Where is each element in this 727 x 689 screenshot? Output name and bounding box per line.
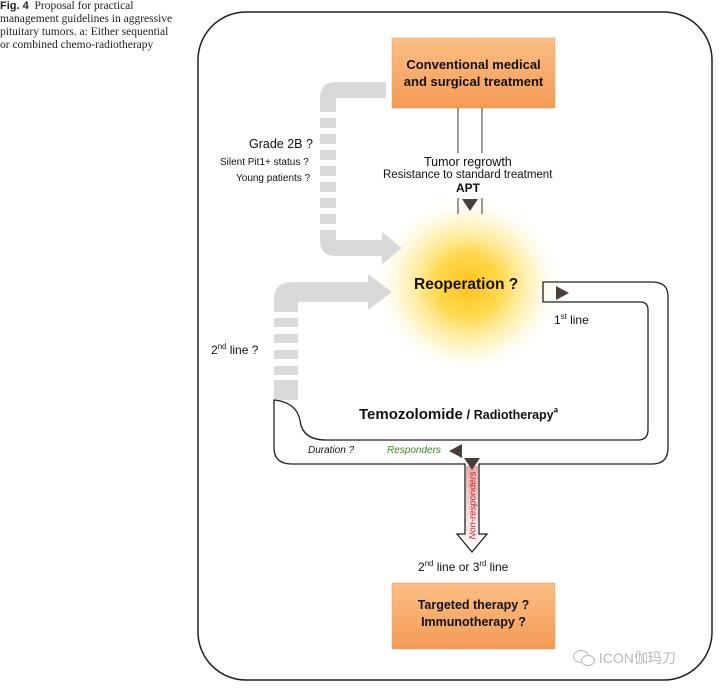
second-line-arrow <box>274 274 392 400</box>
final-line-b-sup: rd <box>479 559 487 568</box>
reoperation-glow <box>373 195 563 375</box>
first-line-label: 1st line <box>554 313 589 327</box>
second-line-number: 2 <box>211 343 218 357</box>
second-line-text: line ? <box>226 343 259 357</box>
targeted-line1: Targeted therapy ? <box>417 598 530 612</box>
grade-label: Grade 2B ? <box>249 137 313 151</box>
targeted-line2: Immunotherapy ? <box>421 615 526 629</box>
wechat-icon <box>573 650 595 666</box>
non-responders-label: Non-responders <box>467 471 479 540</box>
first-line-marker <box>556 286 569 300</box>
treatment-loop <box>273 281 669 554</box>
non-responders-marker <box>464 458 480 470</box>
duration-label: Duration ? <box>308 445 355 456</box>
grade-arrow <box>320 82 402 264</box>
final-line-a: 2 <box>418 560 425 574</box>
final-line-b: line or 3 <box>433 560 480 574</box>
second-line-sup: nd <box>217 342 227 351</box>
final-line-a-sup: nd <box>424 559 434 568</box>
caption-text: Proposal for practical management guidel… <box>0 0 173 51</box>
reoperation-label: Reoperation ? <box>414 276 519 293</box>
first-line-number: 1 <box>554 313 561 327</box>
tumor-regrowth-label: Tumor regrowth <box>424 155 512 169</box>
slash-label: / <box>462 407 474 422</box>
apt-label: APT <box>456 181 480 195</box>
conventional-line2: and surgical treatment <box>403 74 544 89</box>
targeted-box <box>391 582 556 650</box>
watermark-text: ICON伽玛刀 <box>598 650 676 666</box>
watermark: ICON伽玛刀 <box>573 648 676 668</box>
first-line-sup: st <box>560 312 567 321</box>
conventional-treatment-label: Conventional medical and surgical treatm… <box>392 56 555 90</box>
temozolomide-label: Temozolomide <box>359 406 463 423</box>
conventional-box <box>391 37 556 109</box>
resistance-label: Resistance to standard treatment <box>383 169 553 181</box>
radiotherapy-sup: a <box>553 405 559 415</box>
figure-caption: Fig. 4 Proposal for practical management… <box>0 0 175 52</box>
outer-frame <box>197 11 713 681</box>
figure-label: Fig. 4 <box>0 0 29 12</box>
regrowth-lines <box>457 108 483 214</box>
responders-marker <box>449 444 462 458</box>
radiotherapy-label: Radiotherapy <box>473 408 554 422</box>
responders-label: Responders <box>387 445 441 456</box>
targeted-therapy-label: Targeted therapy ? Immunotherapy ? <box>392 597 555 631</box>
silent-pit1-label: Silent Pit1+ status ? <box>220 157 309 168</box>
conventional-line1: Conventional medical <box>406 57 541 72</box>
treatment-label: Temozolomide / Radiotherapya <box>359 406 558 424</box>
final-line-c: line <box>486 560 509 574</box>
first-line-text: line <box>566 313 589 327</box>
final-line-label: 2nd line or 3rd line <box>418 560 508 574</box>
apt-marker <box>462 199 478 211</box>
young-patients-label: Young patients ? <box>236 173 311 184</box>
non-responders-fill <box>460 466 484 549</box>
second-line-label: 2nd line ? <box>211 343 258 357</box>
